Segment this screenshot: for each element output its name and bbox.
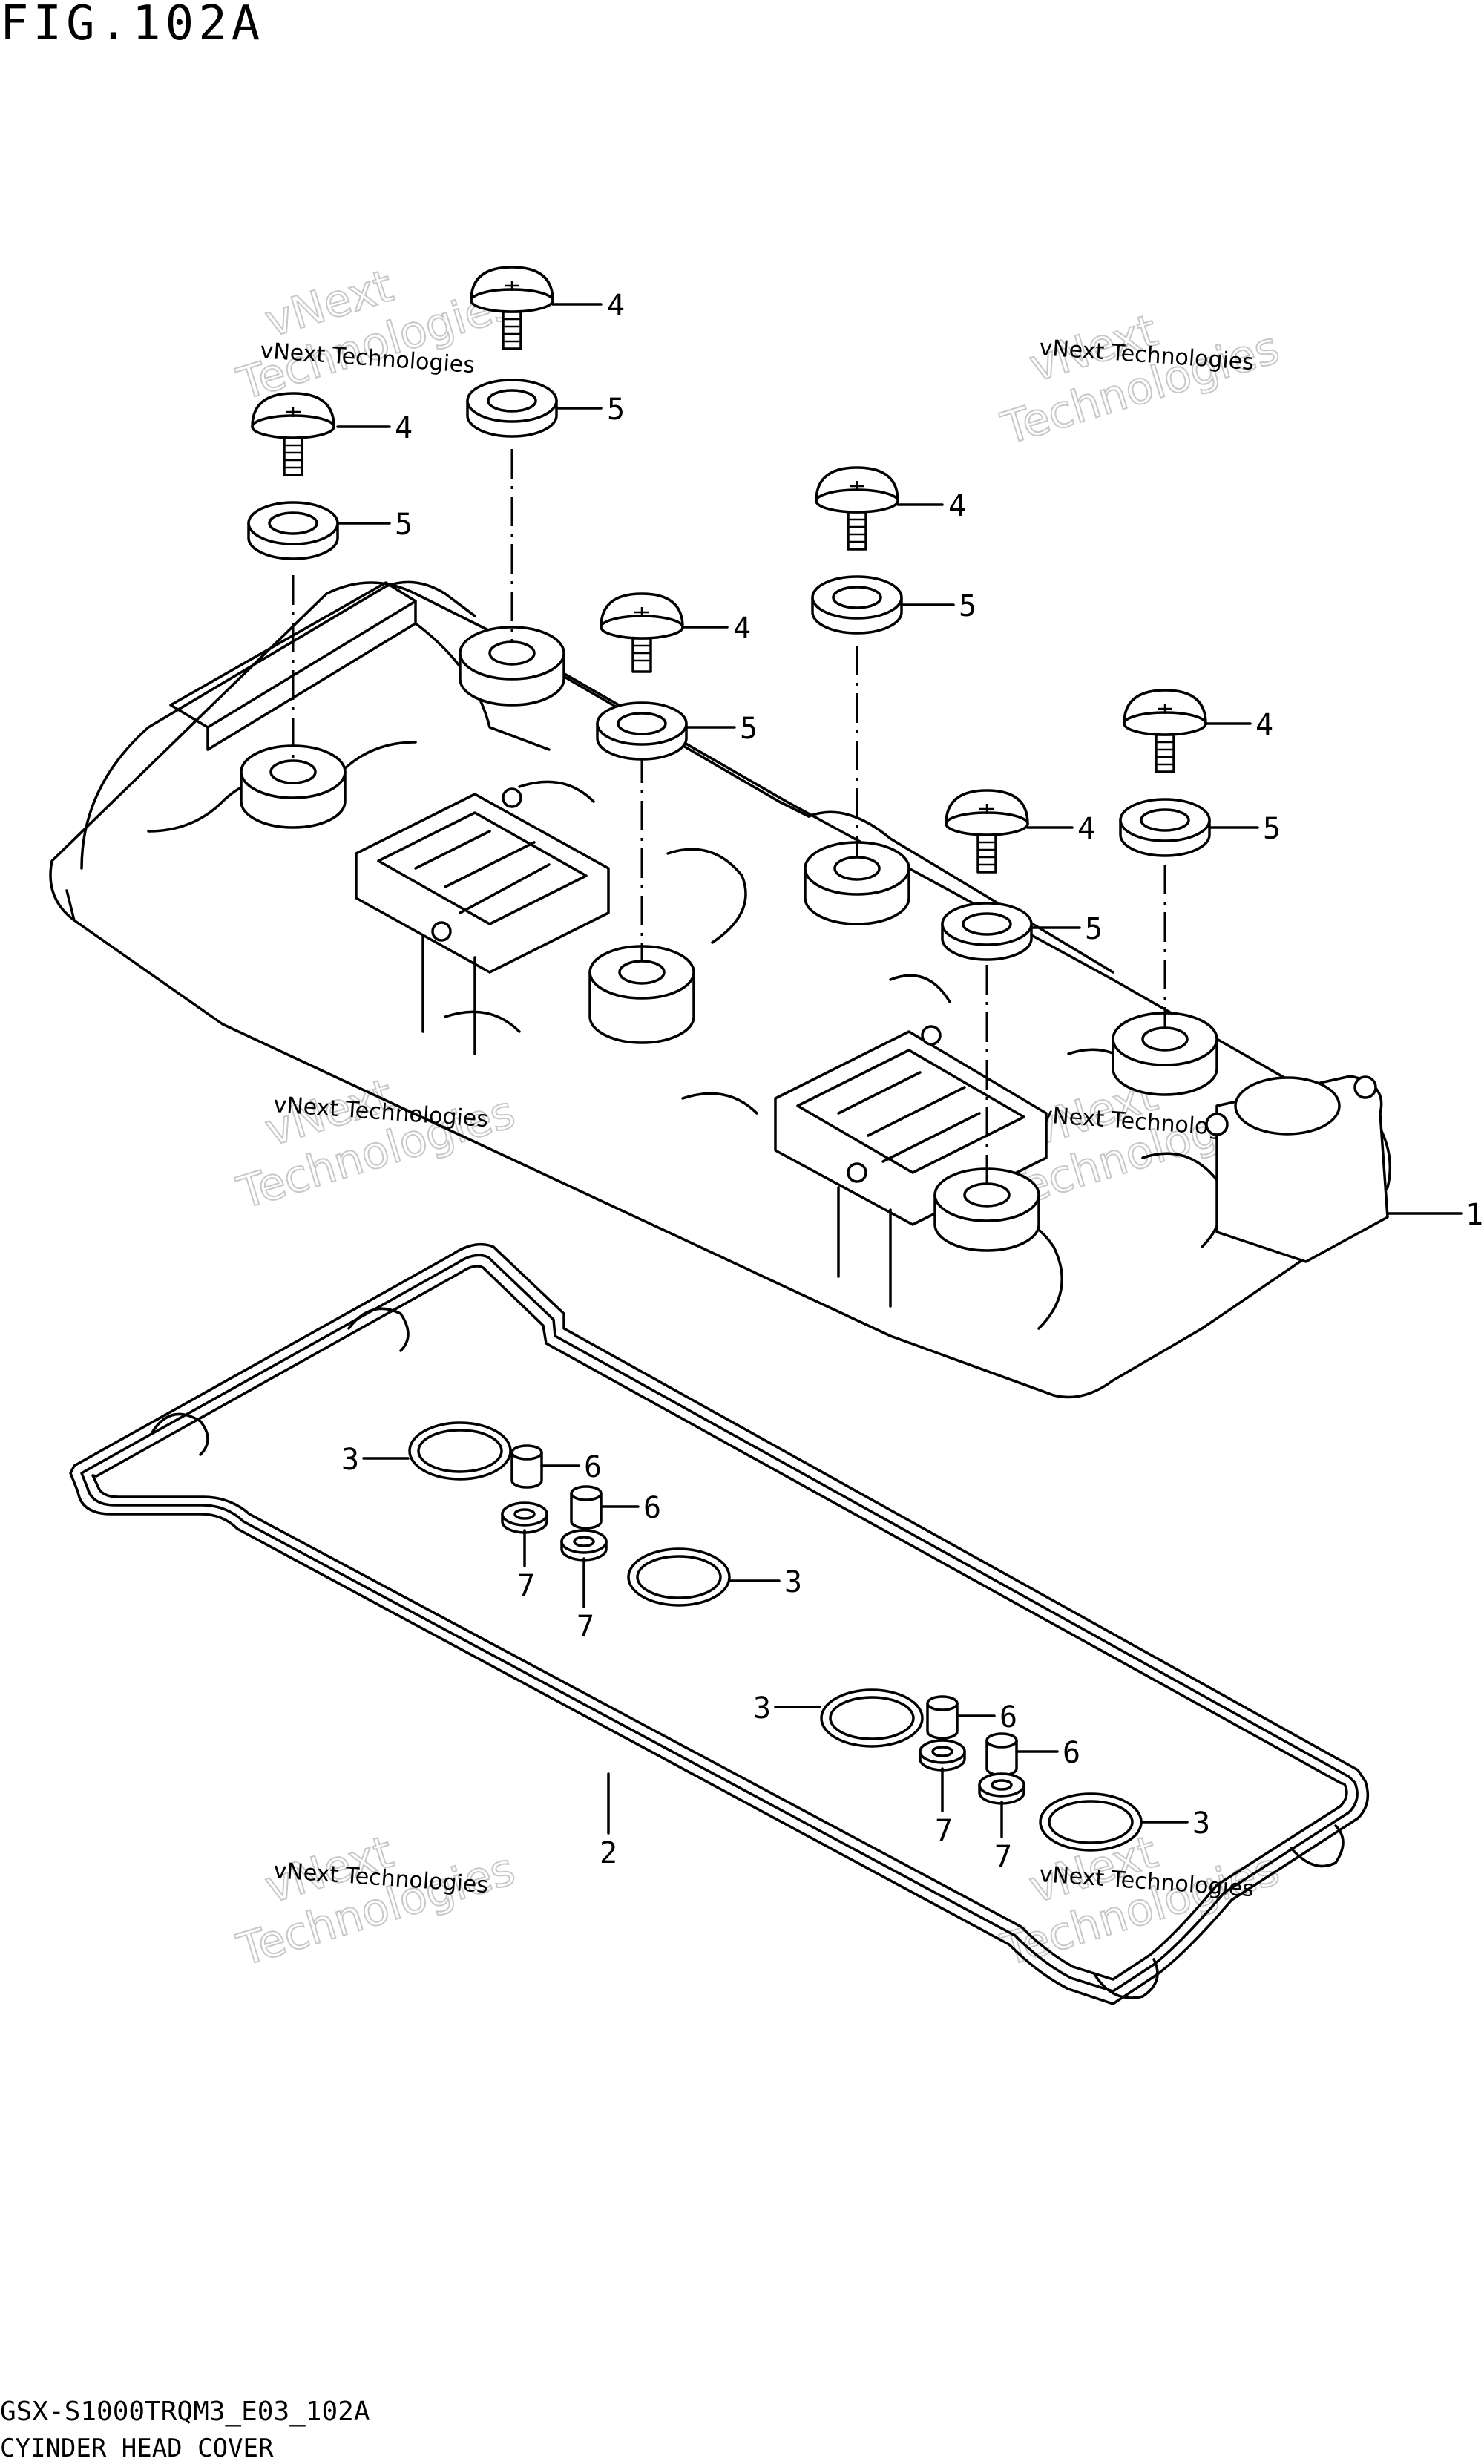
callout-4: 4 (1255, 708, 1273, 742)
callout-5: 5 (395, 508, 413, 542)
callout-4: 4 (607, 289, 625, 323)
callout-5: 5 (1085, 912, 1103, 946)
watermark-group: vNext Technologies vNext Technologies vN… (231, 259, 1286, 1977)
drawing-name: CYINDER HEAD COVER (0, 2434, 274, 2463)
callout-6: 6 (1063, 1736, 1080, 1770)
callout-3: 3 (341, 1443, 359, 1477)
left-seal-group (408, 1421, 731, 1607)
cylinder-head-cover (49, 580, 1392, 1399)
right-seal-group (820, 1688, 1143, 1852)
callout-5: 5 (607, 393, 625, 427)
callout-3: 3 (784, 1565, 802, 1599)
callout-2: 2 (600, 1836, 617, 1870)
assembly-center-lines (292, 449, 1166, 1184)
callout-4: 4 (395, 411, 413, 445)
callout-1: 1 (1465, 1198, 1483, 1232)
callout-6: 6 (643, 1491, 661, 1525)
bolt-parts (251, 266, 1207, 874)
callout-3: 3 (753, 1691, 771, 1726)
callout-3: 3 (1192, 1806, 1210, 1841)
callout-4: 4 (1077, 812, 1095, 846)
callout-4: 4 (948, 489, 966, 523)
callout-4: 4 (733, 612, 751, 646)
figure-title: FIG.102A (0, 0, 265, 51)
callout-7: 7 (935, 1814, 953, 1848)
washer-parts (247, 379, 1211, 961)
callout-5: 5 (740, 712, 758, 746)
callout-6: 6 (584, 1450, 602, 1484)
callout-7: 7 (994, 1840, 1012, 1874)
callout-5: 5 (1263, 812, 1281, 846)
callout-labels: 4 5 4 5 4 5 4 5 4 5 4 5 1 2 3 3 3 3 6 6 … (341, 289, 1483, 1874)
drawing-code: GSX-S1000TRQM3_E03_102A (0, 2396, 370, 2427)
bolt-seat-bosses (240, 626, 1218, 1252)
callout-6: 6 (999, 1700, 1017, 1734)
callout-7: 7 (577, 1610, 594, 1644)
leader-lines (336, 303, 1463, 1838)
head-cover-gasket (69, 1242, 1370, 2005)
callout-5: 5 (959, 589, 976, 623)
callout-7: 7 (517, 1569, 535, 1603)
